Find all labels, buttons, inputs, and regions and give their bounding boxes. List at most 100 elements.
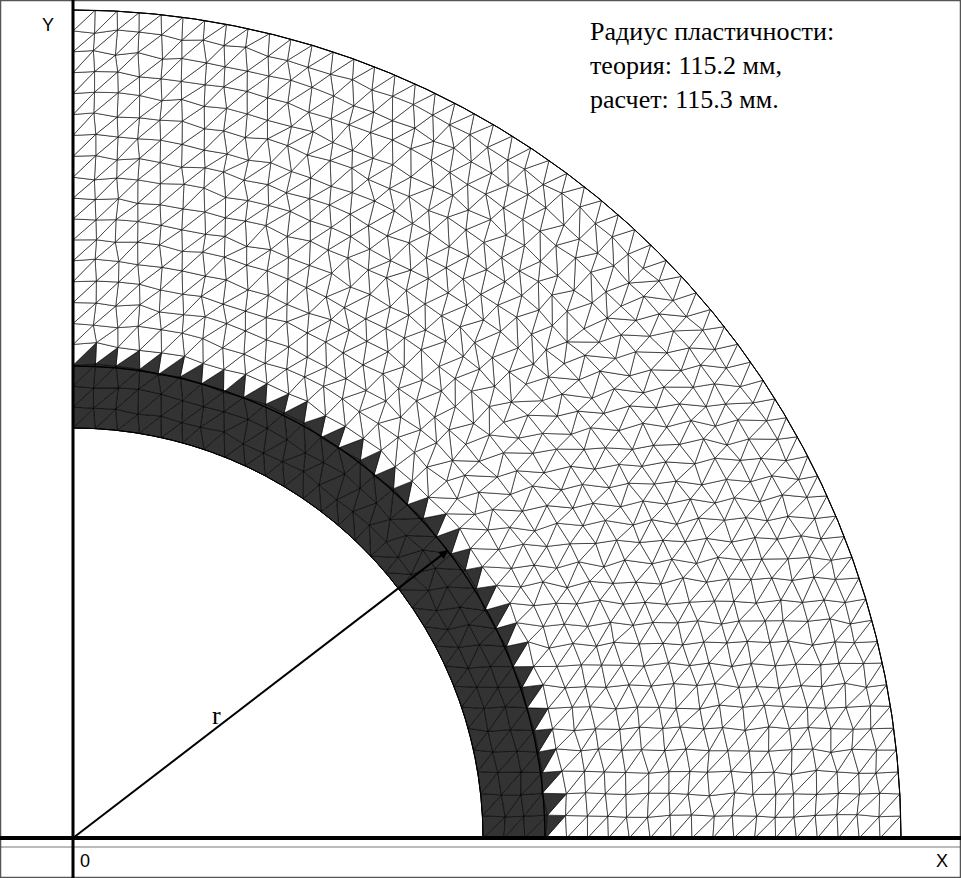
mesh-element bbox=[831, 729, 853, 752]
mesh-element bbox=[73, 156, 96, 178]
mesh-element bbox=[534, 603, 556, 626]
mesh-element bbox=[546, 815, 566, 838]
mesh-element bbox=[704, 642, 727, 663]
mesh-element bbox=[866, 685, 886, 706]
mesh-element bbox=[772, 578, 792, 600]
mesh-element bbox=[204, 85, 224, 107]
mesh-element bbox=[543, 433, 572, 449]
mesh-element bbox=[879, 794, 901, 817]
mesh-element bbox=[726, 403, 754, 420]
mesh-element bbox=[73, 259, 96, 282]
mesh-element bbox=[676, 708, 700, 727]
radius-arrow bbox=[73, 551, 447, 838]
mesh-element bbox=[73, 92, 95, 114]
mesh-element bbox=[118, 261, 137, 282]
mesh-element bbox=[435, 646, 458, 666]
mesh-element bbox=[73, 177, 94, 198]
mesh-element bbox=[498, 687, 522, 707]
mesh-element bbox=[482, 567, 511, 586]
mesh-element bbox=[794, 794, 817, 817]
theory-radius-arc bbox=[73, 366, 545, 838]
mesh-element bbox=[510, 730, 534, 752]
mesh-element bbox=[693, 384, 714, 407]
mesh-element bbox=[714, 601, 733, 624]
mesh-element bbox=[484, 707, 505, 732]
mesh-element bbox=[406, 535, 436, 549]
mesh-element bbox=[160, 184, 184, 209]
mesh-element bbox=[791, 749, 812, 774]
mesh-element bbox=[731, 771, 752, 793]
mesh-element bbox=[688, 794, 709, 815]
mesh-element bbox=[649, 772, 669, 794]
axis-label: Y bbox=[42, 16, 54, 36]
mesh-element bbox=[815, 815, 837, 838]
mesh-element bbox=[651, 683, 674, 707]
mesh-element bbox=[607, 318, 636, 335]
mesh-element bbox=[95, 72, 119, 93]
mesh-element bbox=[876, 772, 898, 793]
mesh-element bbox=[688, 772, 709, 796]
mesh-element bbox=[698, 621, 722, 642]
mesh-element bbox=[602, 665, 622, 687]
mesh-element bbox=[497, 585, 521, 603]
mesh-element bbox=[690, 663, 709, 685]
mesh-element bbox=[775, 817, 794, 838]
note-value: расчет: 115.3 мм. bbox=[590, 86, 779, 115]
mesh-element bbox=[628, 483, 654, 501]
mesh-element bbox=[727, 641, 747, 666]
mesh-element bbox=[689, 601, 714, 621]
mesh-element bbox=[412, 608, 436, 627]
mesh-element bbox=[116, 282, 140, 306]
mesh-element bbox=[73, 10, 95, 31]
mesh-element bbox=[433, 93, 455, 115]
mesh-element bbox=[630, 406, 657, 423]
mesh-element bbox=[95, 259, 119, 281]
mesh-element bbox=[769, 750, 792, 773]
mesh-element bbox=[777, 536, 801, 559]
mesh-element bbox=[713, 816, 734, 838]
mesh-element bbox=[477, 687, 498, 708]
mesh-element bbox=[626, 793, 649, 817]
mesh-element bbox=[117, 178, 138, 199]
mesh-element bbox=[117, 159, 140, 180]
mesh-element bbox=[765, 621, 783, 643]
mesh-element bbox=[821, 536, 844, 560]
mesh-element bbox=[815, 793, 838, 815]
mesh-element bbox=[739, 621, 765, 642]
mesh-element bbox=[118, 118, 139, 139]
mesh-element bbox=[246, 29, 270, 47]
mesh-element bbox=[611, 622, 634, 642]
mesh-element bbox=[94, 93, 118, 117]
mesh-element bbox=[639, 643, 663, 666]
mesh-element bbox=[774, 772, 791, 794]
mesh-element bbox=[595, 729, 619, 749]
mesh-element bbox=[160, 99, 182, 121]
origin-label: 0 bbox=[80, 852, 90, 872]
mesh-element bbox=[73, 281, 96, 303]
mesh-element bbox=[118, 326, 140, 350]
mesh-element bbox=[465, 567, 482, 589]
mesh-element bbox=[428, 587, 447, 611]
mesh-element bbox=[788, 516, 815, 535]
mesh-element bbox=[741, 559, 762, 580]
mesh-element bbox=[789, 728, 808, 750]
mesh-element bbox=[627, 817, 648, 838]
mesh-element bbox=[755, 816, 776, 838]
mesh-element bbox=[393, 75, 416, 96]
mesh-element bbox=[845, 599, 866, 624]
mesh-element bbox=[73, 134, 96, 156]
mesh-element bbox=[663, 643, 683, 662]
mesh-element bbox=[117, 117, 139, 137]
mesh-element bbox=[718, 557, 741, 579]
text-panel bbox=[582, 3, 958, 121]
mesh-element bbox=[182, 251, 203, 270]
mesh-element bbox=[775, 794, 793, 818]
mesh-element bbox=[94, 178, 116, 200]
mesh-element bbox=[73, 72, 95, 94]
mesh-element bbox=[424, 627, 447, 646]
mesh-element bbox=[683, 642, 704, 666]
mesh-element bbox=[498, 772, 521, 795]
mesh-element bbox=[837, 793, 860, 814]
mesh-element bbox=[521, 793, 542, 816]
mesh-element bbox=[732, 816, 757, 838]
